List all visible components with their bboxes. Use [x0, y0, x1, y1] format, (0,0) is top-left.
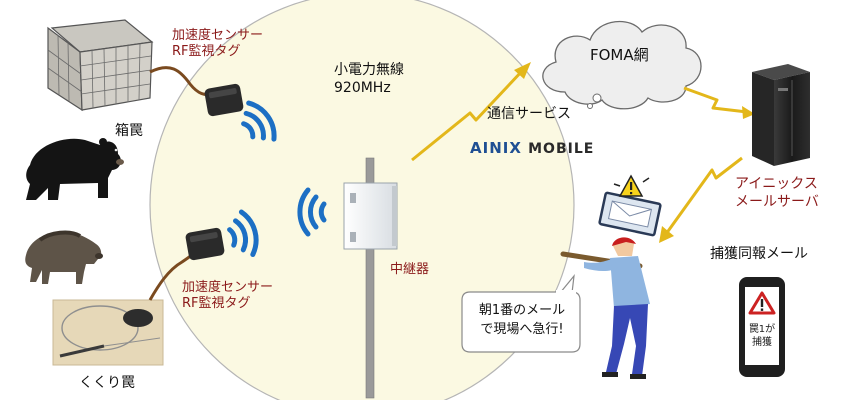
ainix-logo-part2: MOBILE: [528, 141, 595, 157]
phone-icon: [739, 277, 785, 377]
envelope-icon: [598, 191, 662, 237]
hunter-image: [560, 237, 650, 379]
mail-server-label: アイニックス メールサーバ: [735, 176, 819, 211]
sensor-label-top-line1: 加速度センサー: [172, 28, 264, 43]
cloud-icon: [542, 20, 702, 110]
radio-label-line1: 小電力無線: [334, 62, 404, 78]
radio-label-line2: 920MHz: [334, 79, 391, 96]
repeater-pole: [365, 157, 375, 399]
comm-service-label: 通信サービス: [487, 106, 571, 122]
repeater-box: [343, 182, 398, 250]
sensor-tag-bottom: [185, 227, 225, 261]
phone-screen-text: 罠1が 捕獲: [745, 324, 779, 349]
phone-screen-line2: 捕獲: [752, 336, 772, 348]
snare-trap-image: [52, 299, 164, 366]
sensor-label-bottom: 加速度センサー RF監視タグ: [182, 280, 273, 313]
server-icon: [752, 64, 810, 166]
bear-image: [26, 138, 124, 200]
sensor-label-top-line2: RF監視タグ: [172, 44, 241, 60]
signal-repeater-to-foma: [411, 62, 531, 162]
phone-screen-line1: 罠1が: [748, 324, 776, 335]
speech-bubble-line2: で現場へ急行!: [480, 321, 564, 337]
sensor-label-bottom-line1: 加速度センサー: [182, 280, 274, 295]
speech-bubble: [461, 274, 581, 353]
mail-server-label-line1: アイニックス: [735, 176, 818, 192]
signal-server-to-hunter: [659, 156, 743, 243]
repeater-label: 中継器: [390, 262, 430, 277]
speech-bubble-line1: 朝1番のメール: [478, 303, 566, 318]
wifi-icon: [241, 100, 277, 142]
sensor-label-top: 加速度センサー RF監視タグ: [172, 28, 263, 61]
mail-server-label-line2: メールサーバ: [735, 193, 819, 210]
ainix-logo-part1: AINIX: [470, 139, 522, 157]
foma-label: FOMA網: [590, 46, 649, 64]
signal-foma-to-server: [683, 86, 755, 119]
box-trap-label: 箱罠: [115, 123, 143, 139]
wifi-icon: [227, 209, 259, 258]
wifi-icon: [297, 187, 327, 237]
warning-icon: [613, 174, 650, 197]
boar-image: [25, 230, 103, 284]
ainix-mobile-logo: AINIX MOBILE: [470, 139, 594, 159]
snare-trap-label: くくり罠: [79, 375, 135, 391]
radio-label: 小電力無線 920MHz: [334, 62, 404, 97]
sensor-label-bottom-line2: RF監視タグ: [182, 296, 251, 312]
box-trap-image: [47, 19, 154, 112]
sensor-tag-top: [204, 83, 244, 117]
capture-mail-label: 捕獲同報メール: [710, 246, 808, 262]
speech-bubble-text: 朝1番のメール で現場へ急行!: [464, 302, 580, 340]
